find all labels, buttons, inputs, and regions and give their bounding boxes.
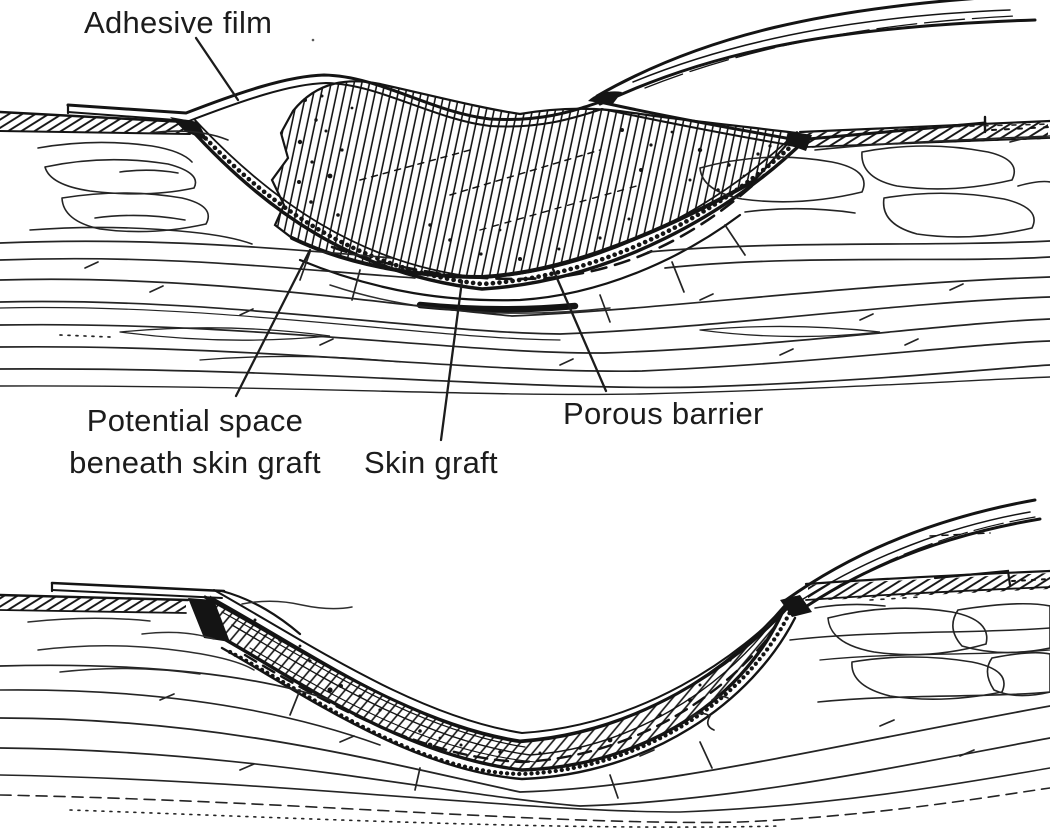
leader-lines [194, 36, 608, 442]
top-panel-illustration [0, 0, 1050, 396]
fat-lobules-right [699, 123, 1050, 238]
porous-barrier-leader-line [551, 267, 608, 393]
fascia-muscle-top-panel [0, 224, 1050, 396]
potential-space-label-line1: Potential space [86, 403, 304, 438]
skin-graft-leader-line [439, 279, 464, 442]
fat-lobules-left [29, 130, 253, 245]
potential-space-label-line2: beneath skin graft [69, 445, 321, 480]
bottom-panel-illustration [0, 498, 1050, 828]
skin-graft-label: Skin graft [364, 445, 498, 480]
fat-lobules-bottom-right [814, 596, 1050, 703]
potential-space-leader-line [234, 248, 312, 398]
sponge-stipple-dots [297, 94, 772, 261]
adhesive-film-label: Adhesive film [84, 5, 273, 40]
adhesive-film-leader-line [194, 36, 240, 102]
band-stipple-dots [253, 618, 732, 755]
porous-barrier-label: Porous barrier [563, 396, 764, 431]
fascia-muscle-bottom-panel [0, 627, 1050, 828]
potential-space-label: Potential space beneath skin graft [58, 400, 332, 484]
